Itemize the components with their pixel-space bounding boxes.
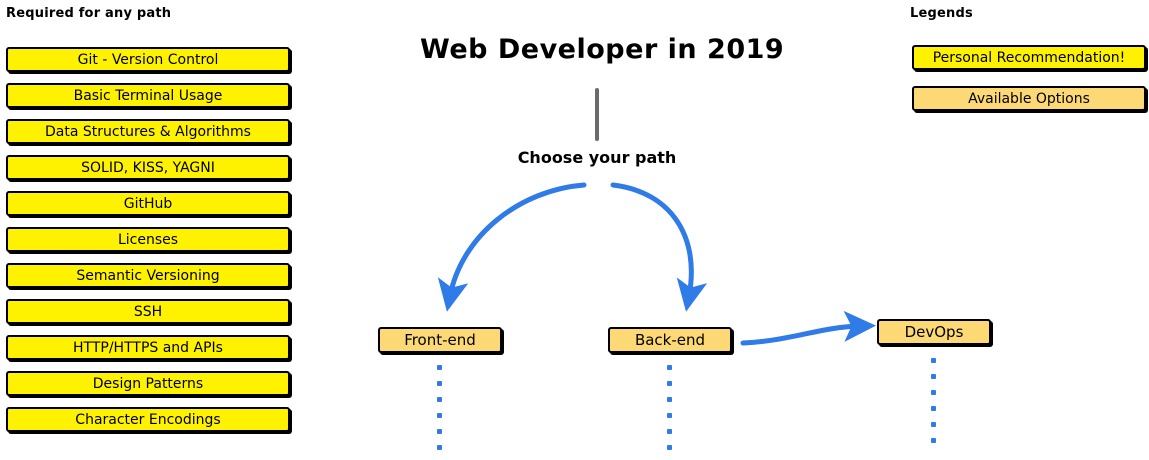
legend-item-label: Personal Recommendation! bbox=[932, 49, 1126, 66]
dot bbox=[667, 381, 672, 386]
dot bbox=[437, 413, 442, 418]
path-box-label: DevOps bbox=[904, 322, 964, 341]
legend-item-personal-recommendation: Personal Recommendation! bbox=[912, 45, 1146, 70]
path-box-label: Back-end bbox=[634, 330, 706, 349]
required-item-label: Design Patterns bbox=[92, 375, 204, 392]
required-item-label: Semantic Versioning bbox=[76, 267, 220, 284]
required-item-box[interactable]: GitHub bbox=[6, 191, 290, 216]
legends-heading: Legends bbox=[910, 6, 973, 21]
dotted-continuation-devops bbox=[931, 358, 936, 443]
path-box-back-end[interactable]: Back-end bbox=[608, 327, 732, 353]
trunk-connector-line bbox=[595, 88, 599, 141]
arrow-back-end-to-devops bbox=[740, 310, 876, 346]
required-item-box[interactable]: Basic Terminal Usage bbox=[6, 83, 290, 108]
required-item-box[interactable]: Data Structures & Algorithms bbox=[6, 119, 290, 144]
required-item-box[interactable]: Design Patterns bbox=[6, 371, 290, 396]
required-item-label: SSH bbox=[133, 303, 163, 320]
dot bbox=[931, 358, 936, 363]
required-item-box[interactable]: SOLID, KISS, YAGNI bbox=[6, 155, 290, 180]
required-item-box[interactable]: Semantic Versioning bbox=[6, 263, 290, 288]
dot bbox=[667, 365, 672, 370]
dotted-continuation-back-end bbox=[667, 365, 672, 450]
dot bbox=[667, 413, 672, 418]
required-item-label: HTTP/HTTPS and APIs bbox=[73, 339, 223, 356]
required-item-box[interactable]: Git - Version Control bbox=[6, 47, 290, 72]
path-box-devops[interactable]: DevOps bbox=[877, 319, 991, 345]
dot bbox=[667, 397, 672, 402]
required-item-label: Character Encodings bbox=[75, 411, 221, 428]
required-item-label: Git - Version Control bbox=[77, 51, 219, 68]
dot bbox=[667, 429, 672, 434]
dot bbox=[931, 438, 936, 443]
dot bbox=[931, 390, 936, 395]
legend-item-available-options: Available Options bbox=[912, 86, 1146, 111]
required-item-label: GitHub bbox=[123, 195, 173, 212]
legend-item-label: Available Options bbox=[968, 90, 1090, 107]
dotted-continuation-front-end bbox=[437, 365, 442, 450]
required-item-box[interactable]: HTTP/HTTPS and APIs bbox=[6, 335, 290, 360]
required-item-box[interactable]: Licenses bbox=[6, 227, 290, 252]
dot bbox=[437, 381, 442, 386]
required-item-label: Basic Terminal Usage bbox=[73, 87, 223, 104]
required-item-box[interactable]: SSH bbox=[6, 299, 290, 324]
dot bbox=[437, 365, 442, 370]
required-item-label: Licenses bbox=[117, 231, 179, 248]
dot bbox=[931, 422, 936, 427]
page-title: Web Developer in 2019 bbox=[420, 34, 785, 65]
path-box-front-end[interactable]: Front-end bbox=[378, 327, 502, 353]
required-item-box[interactable]: Character Encodings bbox=[6, 407, 290, 432]
arrow-to-front-end bbox=[437, 182, 587, 312]
required-item-label: SOLID, KISS, YAGNI bbox=[81, 159, 215, 176]
arrow-to-back-end bbox=[610, 182, 708, 312]
path-box-label: Front-end bbox=[404, 330, 476, 349]
dot bbox=[437, 429, 442, 434]
dot bbox=[667, 445, 672, 450]
dot bbox=[931, 374, 936, 379]
dot bbox=[931, 406, 936, 411]
choose-path-label: Choose your path bbox=[517, 148, 677, 167]
dot bbox=[437, 445, 442, 450]
dot bbox=[437, 397, 442, 402]
required-column-heading: Required for any path bbox=[6, 6, 172, 21]
required-item-label: Data Structures & Algorithms bbox=[45, 123, 251, 140]
